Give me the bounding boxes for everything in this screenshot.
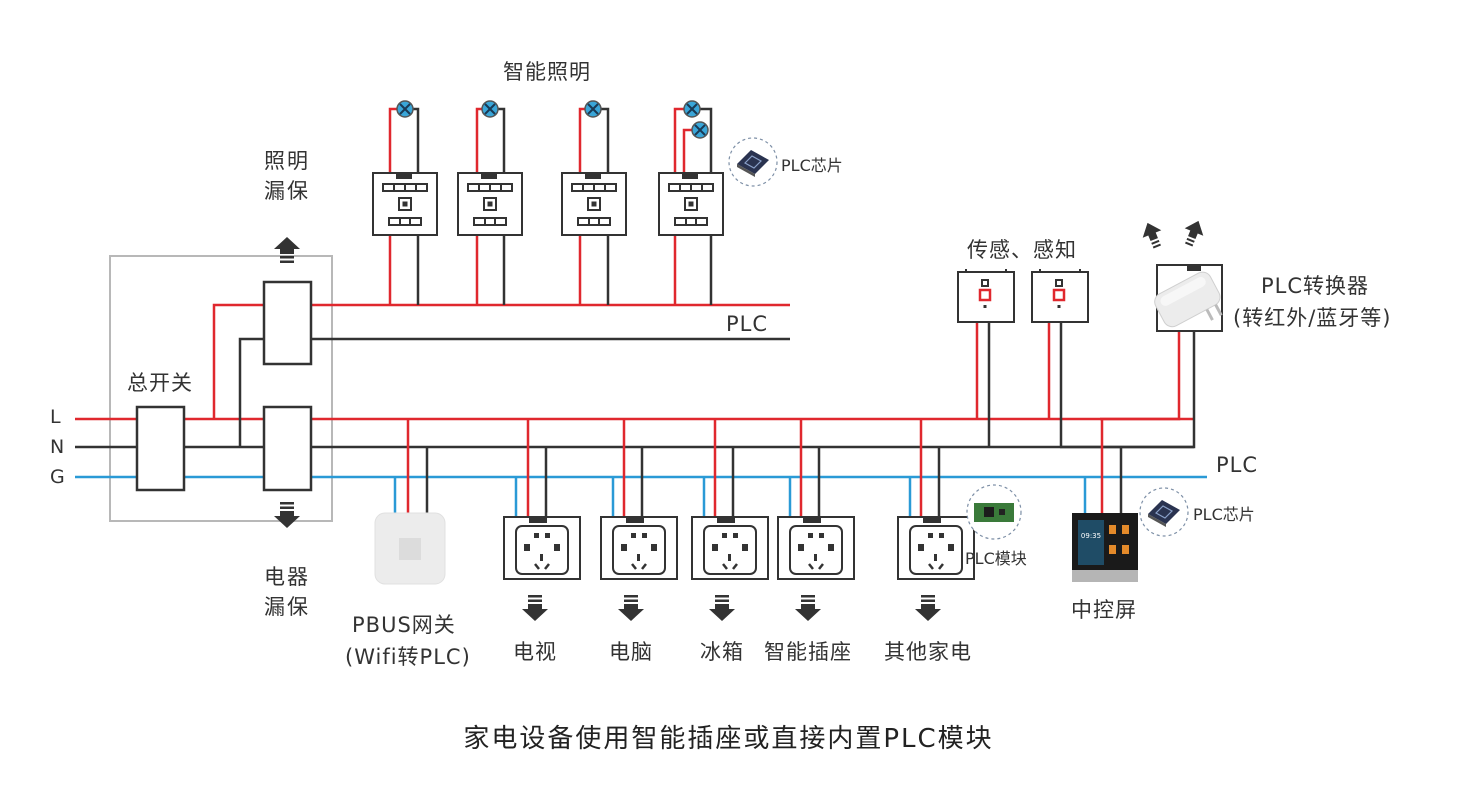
down-arrow-icon xyxy=(274,502,300,528)
plc-chip-icon xyxy=(1139,487,1189,537)
lighting-rcd-label: 照明 漏保 xyxy=(264,149,310,203)
control-screen-label: 中控屏 xyxy=(1071,598,1137,622)
distribution-panel-frame xyxy=(109,255,333,522)
plc-converter-plug-icon xyxy=(1154,271,1223,328)
screen-clock: 09:35 xyxy=(1081,532,1101,540)
down-arrow-icon xyxy=(709,595,735,621)
lamp-icon xyxy=(396,100,414,118)
main-switch-label: 总开关 xyxy=(127,371,193,395)
lighting-chip-label: PLC芯片 xyxy=(781,156,843,175)
down-arrow-icon xyxy=(522,595,548,621)
lamp-icon xyxy=(683,100,701,118)
socket-1 xyxy=(502,419,582,621)
socket-label: 其他家电 xyxy=(884,640,972,664)
socket-label: 冰箱 xyxy=(700,640,744,664)
plc-module-badge xyxy=(966,484,1022,540)
lighting-plc-label: PLC xyxy=(726,312,769,336)
control-screen: 09:35 xyxy=(1072,419,1138,582)
appliance-rcd-breaker xyxy=(262,405,313,492)
light-switch-3 xyxy=(561,100,627,305)
gateway-detail: (Wifi转PLC) xyxy=(345,645,471,669)
socket-3 xyxy=(690,419,770,621)
light-switch-4 xyxy=(658,100,724,305)
main-switch-breaker xyxy=(135,405,186,492)
appliance-rcd-label: 电器 漏保 xyxy=(264,565,310,619)
lighting-feed-live xyxy=(212,303,264,419)
socket-label: 智能插座 xyxy=(764,640,852,664)
light-switch-2 xyxy=(457,100,523,305)
main-plc-label: PLC xyxy=(1216,453,1259,477)
converter-name: PLC转换器 xyxy=(1261,274,1370,298)
socket-5 xyxy=(896,419,976,621)
signal-arrow-icon xyxy=(1142,222,1162,249)
bus-label-ground: G xyxy=(50,466,65,488)
plc-module-label: PLC模块 xyxy=(965,549,1027,568)
sensor-1 xyxy=(956,267,1016,447)
converter-detail: (转红外/蓝牙等) xyxy=(1233,306,1392,330)
lamp-icon xyxy=(584,100,602,118)
gateway-name: PBUS网关 xyxy=(352,613,456,637)
lamp-icon xyxy=(691,121,709,139)
socket-2 xyxy=(599,419,679,621)
down-arrow-icon xyxy=(618,595,644,621)
lamp-icon xyxy=(481,100,499,118)
bus-label-neutral: N xyxy=(50,436,65,458)
socket-4 xyxy=(776,419,856,621)
bus-label-live: L xyxy=(50,406,61,428)
control-screen-chip-label: PLC芯片 xyxy=(1193,505,1255,524)
light-switch-1 xyxy=(372,100,438,305)
socket-label: 电脑 xyxy=(609,640,653,664)
pbus-gateway xyxy=(374,419,446,585)
lighting-rcd-breaker xyxy=(262,280,313,366)
socket-label: 电视 xyxy=(513,640,557,664)
plc-chip-icon xyxy=(728,137,778,187)
smart-lighting-title: 智能照明 xyxy=(503,60,591,84)
down-arrow-icon xyxy=(795,595,821,621)
up-arrow-icon xyxy=(274,237,300,263)
lighting-feed-neutral xyxy=(238,337,264,447)
plc-converter xyxy=(1060,220,1223,449)
sensor-2 xyxy=(1030,267,1090,447)
sensors-title: 传感、感知 xyxy=(967,238,1077,262)
signal-arrow-icon xyxy=(1184,220,1204,247)
diagram-caption: 家电设备使用智能插座或直接内置PLC模块 xyxy=(463,724,994,754)
down-arrow-icon xyxy=(915,595,941,621)
